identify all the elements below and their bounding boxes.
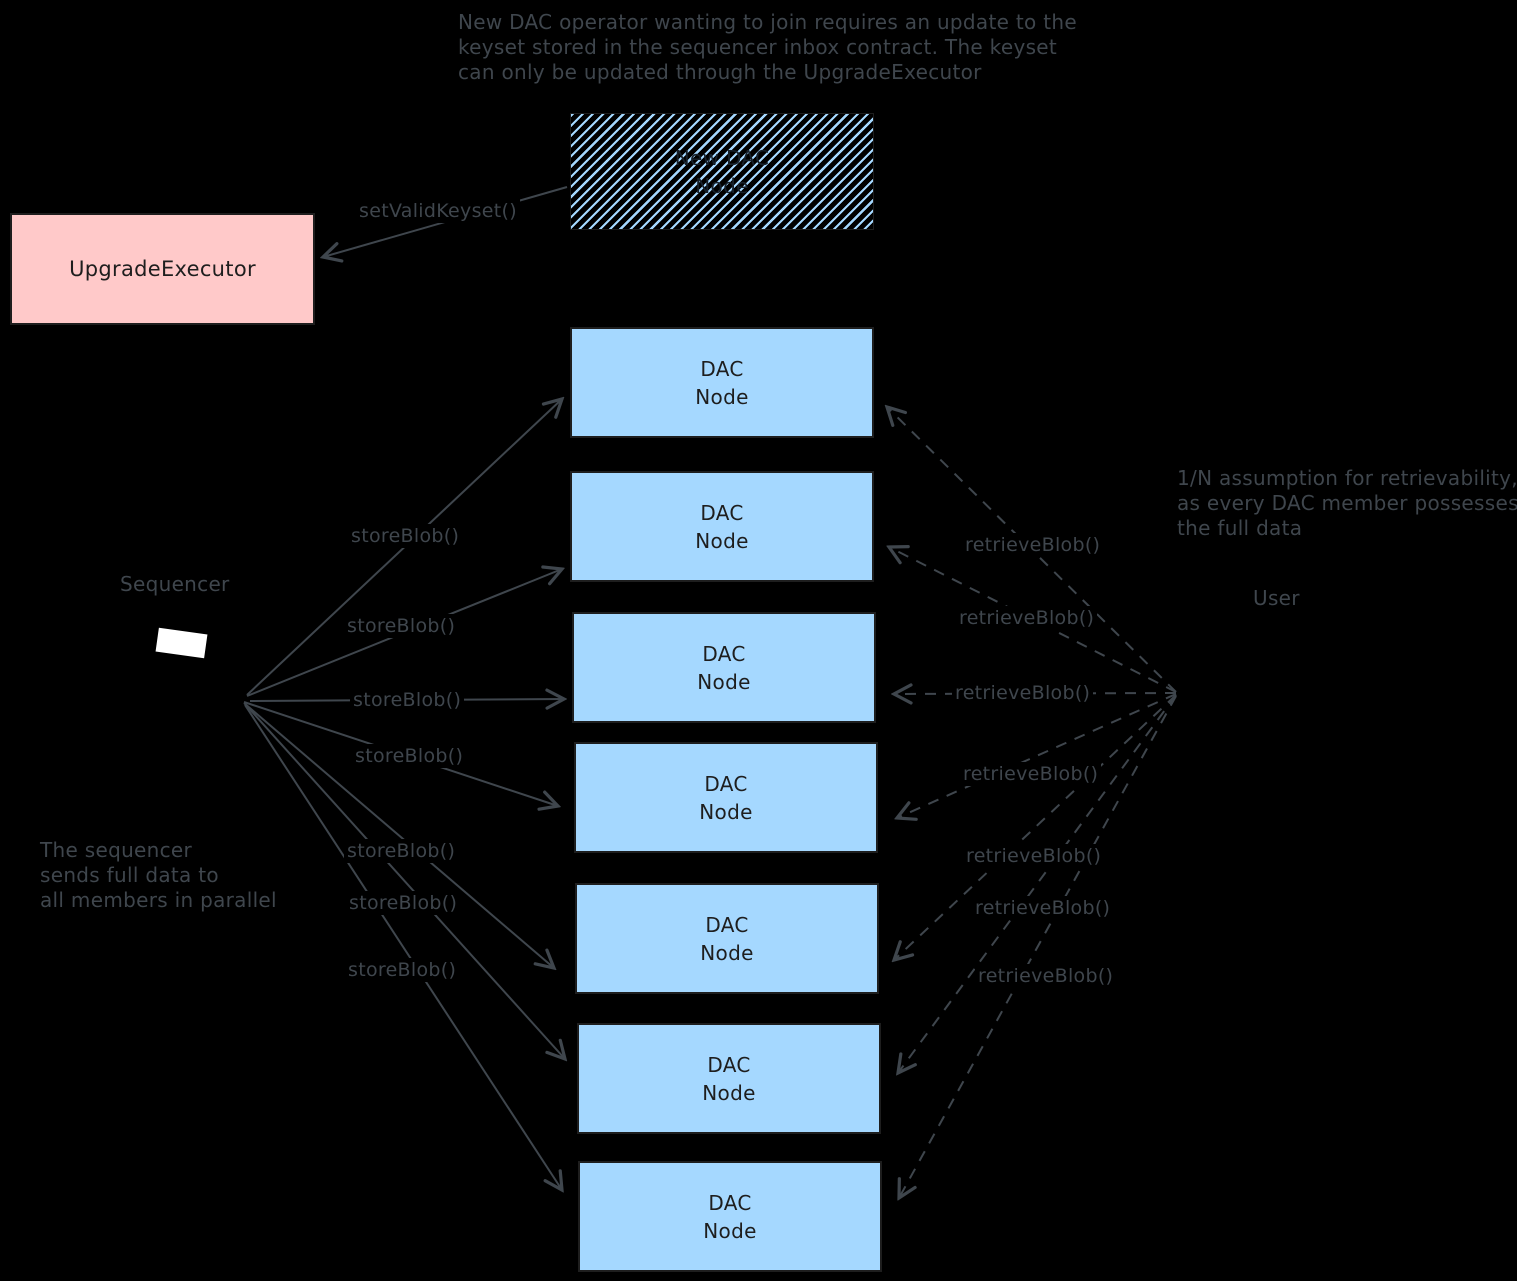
top-note-line: New DAC operator wanting to join require… — [458, 10, 1077, 34]
top-note: New DAC operator wanting to join require… — [458, 10, 1077, 85]
retrieve-blob-label: retrieveBlob() — [960, 762, 1102, 786]
store-blob-arrow — [244, 704, 562, 1190]
top-note-line: can only be updated through the UpgradeE… — [458, 60, 982, 84]
retrieve-blob-arrow — [894, 694, 1177, 960]
retrieve-blob-label: retrieveBlob() — [972, 896, 1114, 920]
right-note-line: the full data — [1177, 516, 1303, 540]
dac-node-box: DAC Node — [570, 327, 874, 438]
retrieve-blob-label: retrieveBlob() — [963, 844, 1105, 868]
dac-node-label: DAC — [705, 912, 749, 937]
store-blob-label: storeBlob() — [346, 891, 461, 915]
top-note-line: keyset stored in the sequencer inbox con… — [458, 35, 1058, 59]
retrieve-blob-label: retrieveBlob() — [962, 533, 1104, 557]
dac-node-label: DAC — [708, 1190, 752, 1215]
retrieve-blob-label: retrieveBlob() — [975, 964, 1117, 988]
dac-node-label: DAC — [704, 771, 748, 796]
retrieve-blob-label: retrieveBlob() — [952, 681, 1094, 705]
dac-node-label: Node — [703, 1218, 757, 1243]
store-blob-arrow — [244, 703, 565, 1059]
left-note-line: The sequencer — [40, 838, 193, 862]
dac-node-label: DAC — [702, 641, 746, 666]
new-dac-node-label: New DAC — [674, 145, 770, 170]
store-blob-arrow — [243, 702, 554, 968]
set-valid-keyset-label: setValidKeyset() — [356, 199, 520, 223]
dac-node-label: Node — [702, 1080, 756, 1105]
dac-node-label: Node — [695, 384, 749, 409]
store-blob-label: storeBlob() — [344, 839, 459, 863]
retrieve-blob-arrow — [897, 693, 1177, 818]
dac-node-label: Node — [699, 799, 753, 824]
dac-node-label: DAC — [707, 1052, 751, 1077]
retrieve-blob-arrow — [899, 695, 1177, 1198]
store-blob-label: storeBlob() — [344, 614, 459, 638]
dac-node-label: DAC — [700, 500, 744, 525]
right-note-line: as every DAC member possesses — [1177, 491, 1517, 515]
user-label: User — [1253, 586, 1300, 610]
right-note: 1/N assumption for retrievability, as ev… — [1177, 466, 1517, 541]
dac-node-box: DAC Node — [572, 612, 876, 723]
left-note-line: sends full data to — [40, 863, 219, 887]
dac-node-box: DAC Node — [574, 742, 878, 853]
dac-node-label: DAC — [700, 356, 744, 381]
dac-node-box: DAC Node — [570, 471, 874, 582]
upgrade-executor-label: UpgradeExecutor — [69, 257, 256, 281]
dac-node-box: DAC Node — [578, 1161, 882, 1272]
upgrade-executor-box: UpgradeExecutor — [10, 213, 315, 325]
store-blob-label: storeBlob() — [350, 688, 465, 712]
left-note: The sequencer sends full data to all mem… — [40, 838, 277, 913]
new-dac-node-box: New DAC Node — [570, 113, 874, 230]
retrieve-blob-arrow — [898, 694, 1177, 1073]
store-blob-label: storeBlob() — [345, 958, 460, 982]
sequencer-label: Sequencer — [120, 572, 230, 596]
dac-node-box: DAC Node — [577, 1023, 881, 1134]
left-note-line: all members in parallel — [40, 888, 277, 912]
new-dac-node-label: Node — [695, 173, 749, 198]
dac-node-label: Node — [700, 940, 754, 965]
retrieve-blob-label: retrieveBlob() — [956, 606, 1098, 630]
dac-node-label: Node — [697, 669, 751, 694]
dac-node-box: DAC Node — [575, 883, 879, 994]
store-blob-label: storeBlob() — [352, 744, 467, 768]
dac-node-label: Node — [695, 528, 749, 553]
right-note-line: 1/N assumption for retrievability, — [1177, 466, 1517, 490]
store-blob-label: storeBlob() — [348, 524, 463, 548]
